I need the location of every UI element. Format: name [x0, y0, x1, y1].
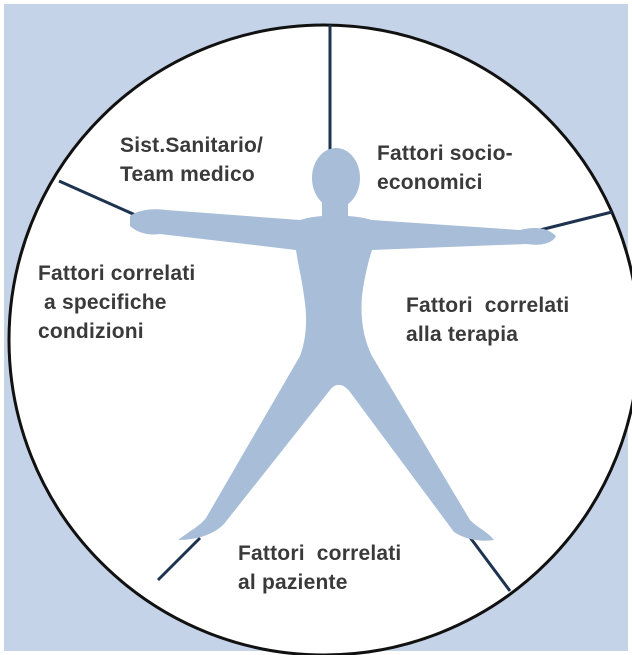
segment-label-therapy: Fattori correlati alla terapia [406, 291, 569, 349]
segment-label-line: Fattori correlati [406, 291, 569, 320]
segment-label-line: Fattori correlati [238, 539, 401, 568]
segment-label-line: condizioni [38, 317, 195, 346]
segment-label-line: Sist.Sanitario/ [120, 131, 263, 160]
segment-label-healthcare: Sist.Sanitario/ Team medico [120, 131, 263, 189]
segment-label-line: Fattori correlati [38, 259, 195, 288]
segment-label-patient: Fattori correlati al paziente [238, 539, 401, 597]
segment-label-line: al paziente [238, 568, 401, 597]
segment-label-line: alla terapia [406, 320, 569, 349]
segment-label-line: economici [377, 168, 513, 197]
segment-label-line: Fattori socio- [377, 139, 513, 168]
segment-label-conditions: Fattori correlati a specifiche condizion… [38, 259, 195, 346]
segment-label-line: a specifiche [38, 288, 195, 317]
segment-label-line: Team medico [120, 160, 263, 189]
segment-label-socioeconomic: Fattori socio- economici [377, 139, 513, 197]
